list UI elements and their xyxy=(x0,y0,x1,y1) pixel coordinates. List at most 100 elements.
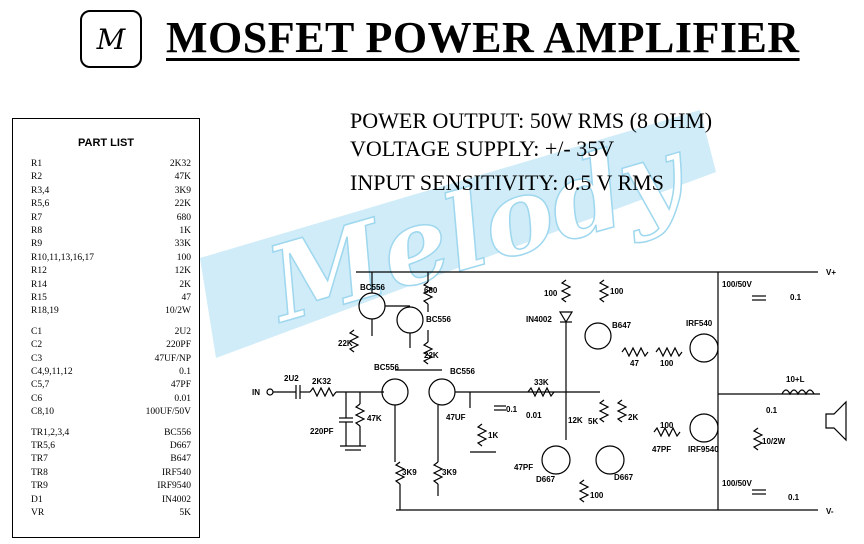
part-ref: R10,11,13,16,17 xyxy=(31,252,94,263)
c6-label: 0.01 xyxy=(526,411,542,420)
tr3-transistor xyxy=(381,378,409,406)
tr7-label: B647 xyxy=(612,321,632,330)
l1-inductor xyxy=(781,389,815,396)
r8-label: 1K xyxy=(488,431,498,440)
l1-label: 10+L xyxy=(786,375,805,384)
d1-diode xyxy=(558,311,574,324)
part-value: 3K9 xyxy=(174,185,191,196)
r5-label: 22K xyxy=(338,339,353,348)
r15-label: 47 xyxy=(630,359,639,368)
part-value: 1K xyxy=(179,226,191,236)
part-list-row: R8 1K xyxy=(31,226,191,238)
part-ref: TR8 xyxy=(31,467,48,478)
tr6-transistor xyxy=(595,445,625,475)
r7-resistor xyxy=(422,281,434,305)
speaker-icon xyxy=(825,400,847,442)
r10-resistor xyxy=(560,279,572,303)
tr3-label: BC556 xyxy=(374,363,399,372)
logo-badge: M xyxy=(80,10,142,68)
part-value: 100UF/50V xyxy=(145,407,191,418)
rail-negative-label: V- xyxy=(826,507,834,516)
part-value: D667 xyxy=(169,441,191,451)
r9-resistor xyxy=(527,386,555,398)
logo-letter: M xyxy=(96,22,126,56)
part-ref: TR7 xyxy=(31,454,48,465)
c10-label: 100/50V xyxy=(722,479,752,488)
part-value: 47PF xyxy=(170,380,191,391)
input-terminal xyxy=(266,388,274,396)
page-title: MOSFET POWER AMPLIFIER xyxy=(166,13,800,62)
part-ref: TR5,6 xyxy=(31,441,56,451)
r6-resistor xyxy=(422,341,434,365)
part-value: 12K xyxy=(174,266,191,277)
part-ref: VR xyxy=(31,508,45,518)
tr7-transistor xyxy=(584,322,612,350)
tr9-mosfet xyxy=(689,413,719,443)
r11-resistor xyxy=(598,279,610,303)
part-value: 2K32 xyxy=(169,159,191,169)
part-value: IRF540 xyxy=(161,467,191,478)
part-list-row: TR5,6 D667 xyxy=(31,441,191,453)
r1-label: 2K32 xyxy=(312,377,332,386)
r1-resistor xyxy=(309,386,337,398)
c7-label: 47PF xyxy=(652,445,671,454)
tr8-label: IRF540 xyxy=(686,319,713,328)
r13-resistor xyxy=(655,346,683,358)
part-ref: C6 xyxy=(31,393,43,404)
r16-bottom-label: 100 xyxy=(590,491,604,500)
part-value: 220PF xyxy=(166,340,191,351)
part-value: IN4002 xyxy=(161,494,191,505)
c1-label: 2U2 xyxy=(284,374,299,383)
part-value: 10/2W xyxy=(165,306,191,317)
part-ref: C5,7 xyxy=(31,380,50,391)
part-ref: R15 xyxy=(31,293,47,303)
r11-label: 100 xyxy=(610,287,624,296)
r18-label: 10/2W xyxy=(762,437,786,446)
part-list-row: C5,7 47PF xyxy=(31,380,191,392)
d1-label: IN4002 xyxy=(526,315,552,324)
tr5-transistor xyxy=(541,445,571,475)
r18-resistor xyxy=(752,427,764,451)
tr5-label: D667 xyxy=(536,475,556,484)
part-value: BC556 xyxy=(164,427,191,438)
part-value: 33K xyxy=(174,239,191,250)
r4-resistor xyxy=(432,461,444,485)
tr2-transistor xyxy=(396,306,424,334)
r3-label: 3K9 xyxy=(402,468,417,477)
c11-label: 0.1 xyxy=(788,493,800,502)
part-ref: R8 xyxy=(31,226,43,236)
r9-label: 33K xyxy=(534,378,549,387)
r7-label: 680 xyxy=(424,286,438,295)
input-label: IN xyxy=(252,388,260,397)
part-ref: C8,10 xyxy=(31,407,54,418)
r17-resistor xyxy=(653,426,681,438)
c5-label: 47PF xyxy=(514,463,533,472)
r13-label: 100 xyxy=(660,359,674,368)
part-ref: R7 xyxy=(31,212,43,223)
r16-bottom-resistor xyxy=(578,479,590,503)
c3-label: 47UF xyxy=(446,413,466,422)
part-ref: R3,4 xyxy=(31,185,50,196)
r6-label: 22K xyxy=(424,351,439,360)
tr4-transistor xyxy=(428,378,456,406)
r12-label: 12K xyxy=(568,416,583,425)
part-value: 0.1 xyxy=(179,367,191,377)
c2-label: 220PF xyxy=(310,427,334,436)
part-ref: R9 xyxy=(31,239,43,250)
spec-voltage-supply: VOLTAGE SUPPLY: +/- 35V xyxy=(350,136,615,161)
r14-resistor xyxy=(616,399,628,423)
part-ref: R12 xyxy=(31,266,47,277)
